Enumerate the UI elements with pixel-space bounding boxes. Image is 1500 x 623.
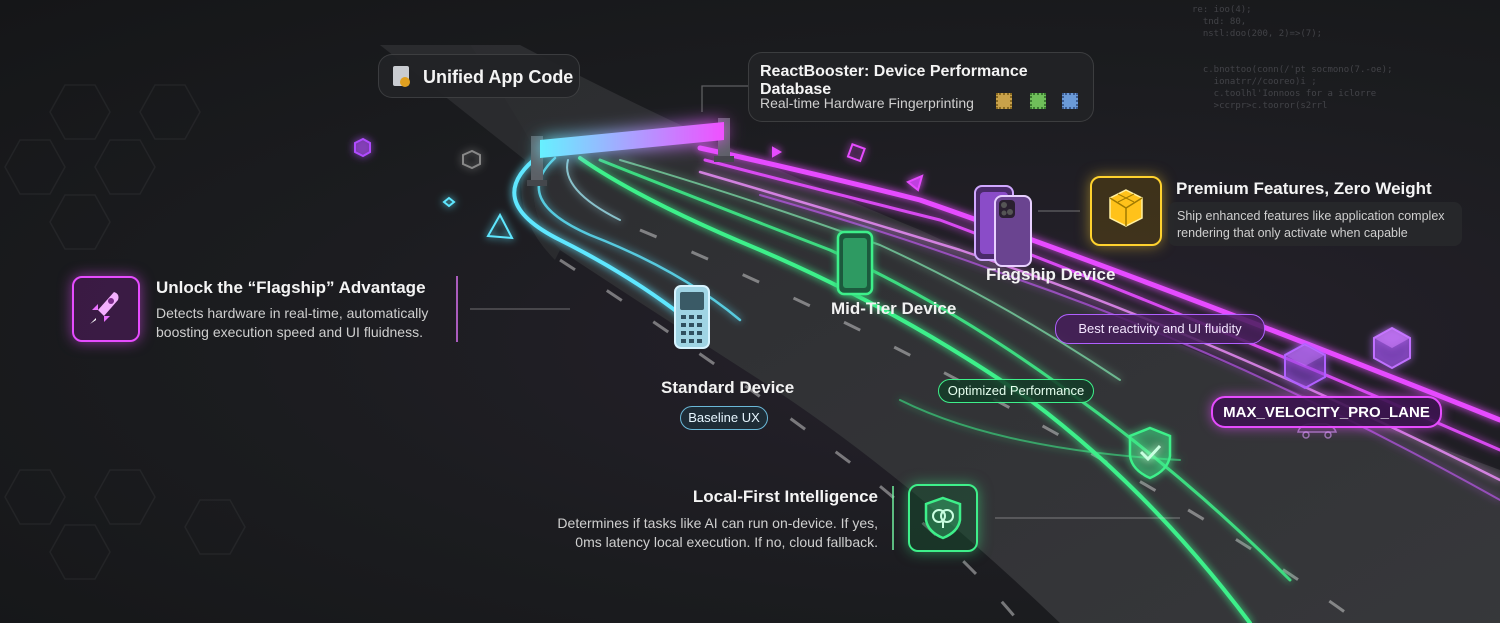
standard-device-label: Standard Device <box>661 378 795 397</box>
chip-icon <box>1030 93 1046 109</box>
cubes-icon-box <box>1090 176 1162 246</box>
flagship-phone-icon <box>974 185 1032 267</box>
mid-tier-device-label: Mid-Tier Device <box>831 299 957 318</box>
local-first-line2: 0ms latency local execution. If no, clou… <box>575 534 878 550</box>
cube-decorations <box>1284 326 1411 390</box>
cubes-icon <box>1109 189 1143 227</box>
premium-desc-box: Ship enhanced features like application … <box>1168 202 1462 246</box>
unified-app-code-card: Unified App Code <box>378 54 580 98</box>
premium-features-title: Premium Features, Zero Weight <box>1176 179 1432 198</box>
device-database-card: ReactBooster: Device Performance Databas… <box>748 52 1094 122</box>
max-velocity-pro-lane-badge: MAX_VELOCITY_PRO_LANE <box>1211 396 1442 428</box>
code-snippet: re: ioo(4); tnd: 80, nstl:doo(200, 2)=>(… <box>1192 5 1393 111</box>
flagship-device-label: Flagship Device <box>986 265 1116 284</box>
premium-features-line1: Ship enhanced features like application … <box>1177 209 1445 223</box>
database-title: ReactBooster: Device Performance Databas… <box>760 63 1028 98</box>
unified-app-code-label: Unified App Code <box>423 67 574 87</box>
rocket-icon-box <box>72 276 140 342</box>
flagship-advantage-line2: boosting execution speed and UI fluidnes… <box>156 324 423 340</box>
premium-features-line2: rendering that only activate when capabl… <box>1177 226 1408 240</box>
shield-check-icon <box>1128 426 1172 480</box>
local-first-line1: Determines if tasks like AI can run on-d… <box>557 515 878 531</box>
brain-shield-icon-box <box>908 484 978 552</box>
standard-phone-icon <box>674 285 710 349</box>
flagship-advantage-title: Unlock the “Flagship” Advantage <box>156 278 426 297</box>
best-reactivity-badge: Best reactivity and UI fluidity <box>1055 314 1265 344</box>
mid-tier-phone-icon <box>836 230 874 296</box>
chip-icon <box>996 93 1012 109</box>
mid-tier-lane <box>578 156 1292 623</box>
brain-shield-icon <box>924 496 962 540</box>
baseline-ux-badge: Baseline UX <box>680 406 768 430</box>
rocket-icon <box>90 292 119 324</box>
optimized-performance-badge: Optimized Performance <box>938 379 1094 403</box>
local-first-title: Local-First Intelligence <box>692 487 878 506</box>
chip-icon <box>1062 93 1078 109</box>
database-subtitle: Real-time Hardware Fingerprinting <box>760 95 974 111</box>
performance-gate <box>527 118 734 186</box>
code-file-icon <box>393 66 410 87</box>
hexagon-pattern <box>4 84 246 580</box>
flagship-advantage-line1: Detects hardware in real-time, automatic… <box>156 305 429 321</box>
